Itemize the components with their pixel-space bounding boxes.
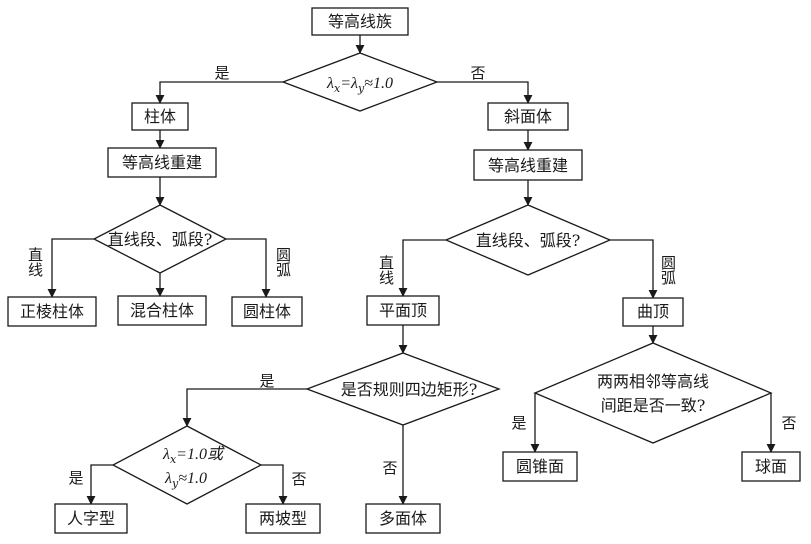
- node-cone-label: 圆锥面: [516, 457, 564, 476]
- node-rebuild-left-label: 等高线重建: [122, 153, 202, 172]
- decision-spacing: 两两相邻等高线 间距是否一致?: [533, 342, 773, 444]
- edge-lambda-no: [261, 464, 288, 505]
- node-multi-face-label: 多面体: [379, 509, 427, 528]
- label-yes-lambda: 是: [68, 469, 83, 487]
- decision-line-arc-left-label: 直线段、弧段?: [108, 230, 213, 249]
- label-yes-quad: 是: [259, 372, 274, 390]
- node-contour-family-label: 等高线族: [328, 12, 392, 31]
- node-cone: 圆锥面: [502, 451, 578, 482]
- decision-lambda-equal: λx=λy≈1.0: [281, 52, 439, 112]
- node-slope-body: 斜面体: [487, 102, 569, 131]
- edge-cond-yes: [155, 81, 283, 104]
- label-yes-top: 是: [214, 64, 229, 82]
- label-arc-left: 圆弧: [274, 247, 292, 278]
- node-cylinder-label: 柱体: [144, 107, 176, 126]
- label-no-top: 否: [470, 64, 485, 82]
- edge-lambda-yes: [86, 464, 113, 505]
- label-no-spacing: 否: [781, 414, 796, 432]
- node-rebuild-right: 等高线重建: [473, 149, 583, 181]
- node-curved-top: 曲顶: [622, 297, 684, 327]
- edge-right-arc: [610, 239, 658, 299]
- label-yes-spacing: 是: [511, 414, 526, 432]
- node-flat-top-label: 平面顶: [379, 301, 427, 320]
- label-straight-left: 直线: [26, 247, 44, 277]
- node-slope-body-label: 斜面体: [504, 107, 552, 126]
- label-straight-right: 直线: [377, 255, 395, 285]
- node-two-slope: 两坡型: [245, 503, 321, 534]
- decision-line-arc-right-label: 直线段、弧段?: [476, 231, 581, 250]
- decision-regular-quad: 是否规则四边矩形?: [305, 352, 501, 426]
- node-sphere: 球面: [741, 451, 801, 482]
- decision-line-arc-right: 直线段、弧段?: [444, 204, 612, 276]
- node-round-cylinder-label: 圆柱体: [243, 302, 291, 321]
- node-prism: 正棱柱体: [7, 296, 97, 327]
- decision-lambda-or-label-line2: λy≈1.0: [164, 470, 207, 490]
- node-flat-top: 平面顶: [366, 295, 440, 326]
- node-cylinder: 柱体: [131, 102, 189, 131]
- edge-labels: 是 否 直线 圆弧 直线 圆弧 是 否 是 否 是 否: [26, 64, 797, 488]
- decision-lambda-equal-label: λx=λy≈1.0: [326, 75, 393, 95]
- node-round-cylinder: 圆柱体: [231, 296, 303, 327]
- edge-left-straight: [47, 238, 94, 298]
- node-contour-family: 等高线族: [311, 7, 409, 36]
- decision-spacing-label-line1: 两两相邻等高线: [597, 372, 709, 391]
- node-prism-label: 正棱柱体: [20, 302, 84, 321]
- node-curved-top-label: 曲顶: [637, 302, 669, 321]
- label-no-quad: 否: [382, 459, 397, 477]
- edge-quad-yes: [182, 388, 307, 427]
- edge-cond-no: [437, 81, 533, 104]
- node-herringbone: 人字型: [54, 503, 128, 534]
- edges: [47, 35, 776, 505]
- decision-line-arc-left: 直线段、弧段?: [92, 204, 228, 274]
- decision-lambda-or: λx=1.0或 λy≈1.0: [111, 425, 263, 505]
- node-sphere-label: 球面: [755, 457, 787, 476]
- label-no-lambda: 否: [291, 470, 306, 488]
- edge-right-straight: [398, 239, 446, 297]
- node-mixed-cylinder-label: 混合柱体: [130, 301, 194, 320]
- node-rebuild-right-label: 等高线重建: [488, 156, 568, 175]
- node-mixed-cylinder: 混合柱体: [117, 295, 207, 326]
- decision-regular-quad-label: 是否规则四边矩形?: [341, 380, 478, 399]
- node-herringbone-label: 人字型: [67, 509, 115, 528]
- decision-lambda-or-label-line1: λx=1.0或: [162, 445, 225, 466]
- label-arc-right: 圆弧: [659, 255, 677, 286]
- node-multi-face: 多面体: [365, 503, 441, 534]
- node-two-slope-label: 两坡型: [259, 509, 307, 528]
- edge-left-arc: [226, 238, 271, 298]
- node-rebuild-left: 等高线重建: [107, 147, 217, 178]
- decision-spacing-label-line2: 间距是否一致?: [601, 396, 706, 415]
